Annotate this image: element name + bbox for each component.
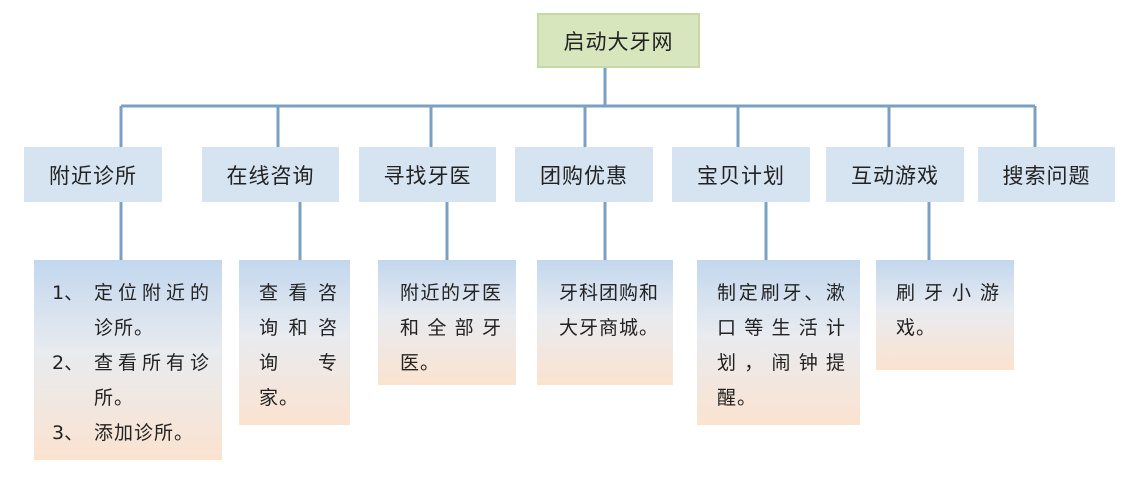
detail-nearby-clinics: 1、 定位附近的诊所。 2、 查看所有诊所。 3、 添加诊所。 <box>34 260 222 460</box>
list-item: 3、 添加诊所。 <box>52 416 210 451</box>
detail-group-buy: 牙科团购和大牙商城。 <box>537 260 673 385</box>
detail-interactive-game: 刷牙小游戏。 <box>876 260 1014 370</box>
detail-text: 刷牙小游戏。 <box>896 282 1000 339</box>
category-label: 寻找牙医 <box>383 163 472 188</box>
detail-find-dentist: 附近的牙医和全部牙医。 <box>378 260 516 385</box>
category-online-consult: 在线咨询 <box>202 147 339 202</box>
list-number: 2、 <box>52 352 84 374</box>
category-label: 宝贝计划 <box>697 163 785 188</box>
root-label: 启动大牙网 <box>563 29 674 54</box>
category-search-questions: 搜索问题 <box>978 147 1115 202</box>
detail-baby-plan: 制定刷牙、漱口等生活计划，闹钟提醒。 <box>697 260 860 425</box>
category-group-buy: 团购优惠 <box>515 147 653 202</box>
category-find-dentist: 寻找牙医 <box>359 147 496 202</box>
root-node: 启动大牙网 <box>537 13 700 68</box>
detail-text: 制定刷牙、漱口等生活计划，闹钟提醒。 <box>717 282 846 409</box>
list-number: 1、 <box>52 282 84 304</box>
list-text: 定位附近的诊所。 <box>94 282 210 339</box>
category-label: 团购优惠 <box>540 163 628 188</box>
category-label: 互动游戏 <box>851 163 939 188</box>
detail-text: 牙科团购和大牙商城。 <box>559 282 660 339</box>
category-label: 在线咨询 <box>226 163 315 188</box>
list-number: 3、 <box>52 422 84 444</box>
list-item: 1、 定位附近的诊所。 <box>52 276 210 346</box>
category-baby-plan: 宝贝计划 <box>672 147 810 202</box>
list-text: 添加诊所。 <box>94 422 195 444</box>
category-label: 附近诊所 <box>49 163 137 188</box>
category-interactive-game: 互动游戏 <box>826 147 964 202</box>
detail-online-consult: 查看咨询和咨询 专家。 <box>239 260 350 425</box>
list-text: 查看所有诊所。 <box>94 352 210 409</box>
category-label: 搜索问题 <box>1002 163 1091 188</box>
detail-text: 查看咨询和咨询 专家。 <box>259 282 338 409</box>
list-item: 2、 查看所有诊所。 <box>52 346 210 416</box>
detail-text: 附近的牙医和全部牙医。 <box>400 282 502 374</box>
category-nearby-clinics: 附近诊所 <box>24 147 162 202</box>
